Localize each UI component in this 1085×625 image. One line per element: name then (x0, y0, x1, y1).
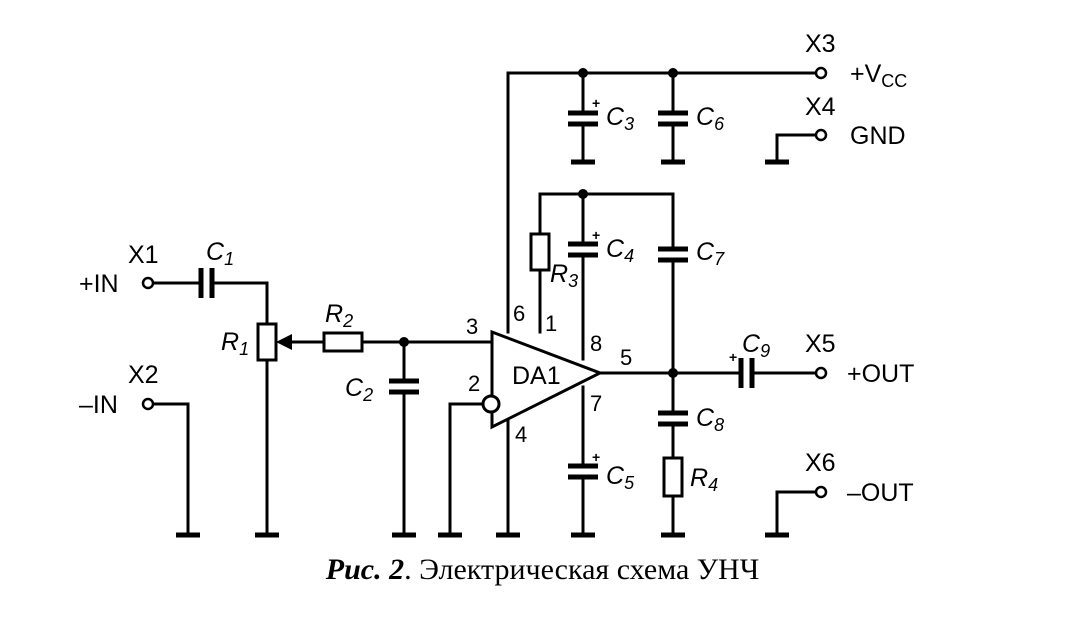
x6-label: X6 (805, 449, 836, 477)
r1-label: R1 (221, 328, 249, 359)
c7-label: C7 (696, 238, 725, 269)
c6-label: C6 (696, 103, 725, 134)
figure-caption: Рис. 2. Электрическая схема УНЧ (0, 553, 1085, 587)
terminal-x4 (814, 128, 828, 142)
wires (152, 71, 817, 537)
terminal-x1 (141, 276, 155, 290)
r2-resistor-body (322, 331, 364, 353)
da1-label: DA1 (512, 362, 561, 390)
pin-2-label: 2 (468, 371, 480, 396)
inverting-input-bubble (481, 394, 501, 414)
r1-potentiometer-body (256, 322, 278, 362)
c4-polarity-mark: + (592, 227, 600, 243)
c5-label: C5 (606, 462, 635, 493)
c4-label: C4 (606, 235, 634, 266)
terminal-x5 (814, 366, 828, 380)
capacitor-plates (198, 110, 755, 480)
out-minus-label: –OUT (847, 479, 914, 507)
pin-1-label: 1 (545, 311, 557, 336)
c9-polarity-mark: + (729, 349, 737, 365)
junction-dots (399, 68, 678, 378)
terminal-x3 (814, 66, 828, 80)
c3-label: C3 (606, 103, 634, 134)
x2-label: X2 (128, 361, 159, 389)
x1-label: X1 (128, 241, 159, 269)
gnd-label: GND (850, 122, 906, 150)
in-plus-label: +IN (79, 270, 119, 298)
figure-number: Рис. 2 (325, 553, 405, 586)
r4-label: R4 (690, 464, 718, 495)
out-plus-label: +OUT (847, 360, 914, 388)
pin-7-label: 7 (590, 391, 602, 416)
x3-label: X3 (805, 30, 836, 58)
terminal-x2 (141, 397, 155, 411)
pin-3-label: 3 (466, 314, 478, 339)
c9-label: C9 (742, 330, 770, 361)
c8-label: C8 (696, 404, 724, 435)
r3-resistor-body (529, 232, 551, 272)
c5-polarity-mark: + (592, 449, 600, 465)
c1-label: C1 (206, 238, 234, 269)
pin-5-label: 5 (620, 345, 632, 370)
x5-label: X5 (805, 330, 836, 358)
r2-label: R2 (325, 300, 353, 331)
da1-amplifier-triangle (490, 329, 604, 430)
c3-polarity-mark: + (592, 95, 600, 111)
r3-label: R3 (550, 260, 578, 291)
terminal-x6 (814, 485, 828, 499)
c2-label: C2 (345, 374, 373, 405)
figure-title: . Электрическая схема УНЧ (404, 553, 760, 586)
r4-resistor-body (662, 456, 684, 498)
pin-8-label: 8 (590, 331, 602, 356)
in-minus-label: –IN (79, 391, 118, 419)
ground-symbols (176, 159, 789, 538)
r1-wiper-arrow (276, 334, 292, 350)
pin-4-label: 4 (515, 422, 527, 447)
x4-label: X4 (805, 93, 836, 121)
pin-6-label: 6 (513, 301, 525, 326)
vcc-label: +VCC (850, 60, 907, 91)
